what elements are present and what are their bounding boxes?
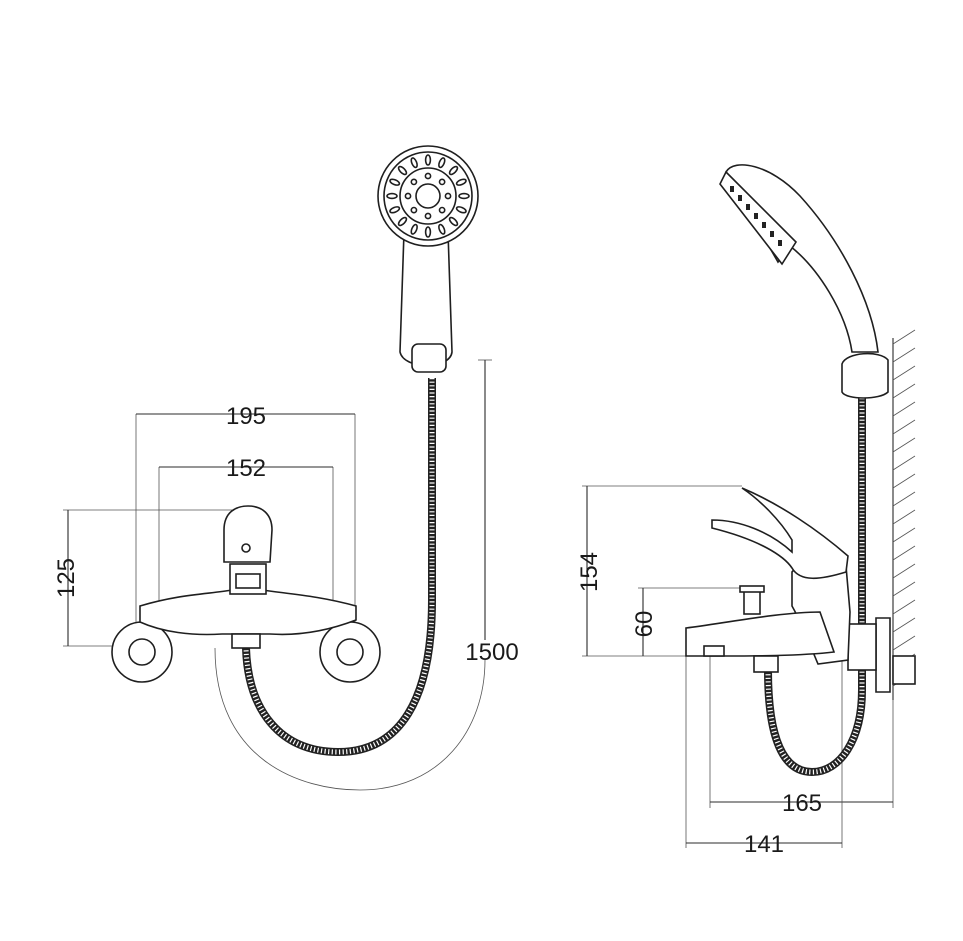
wall-hatch-line: [892, 527, 916, 543]
wall-hatch-line: [892, 437, 916, 453]
left-wall-flange: [111, 621, 173, 683]
shower-nozzle: [438, 206, 446, 214]
dimension-165: 165: [709, 656, 894, 817]
wall-hatch-line: [892, 455, 916, 471]
hose-connector: [231, 633, 261, 649]
dimension-195-label: 195: [226, 403, 266, 430]
valve-housing: [223, 505, 273, 563]
shower-head-front: [377, 145, 479, 373]
diverter-knob[interactable]: [739, 585, 765, 615]
wall-hatch-line: [892, 599, 916, 615]
hose-loop-outline: [214, 647, 486, 791]
wall-hatch-line: [892, 347, 916, 363]
spout: [685, 611, 836, 657]
dimension-125-label: 125: [53, 558, 80, 598]
side-nozzle: [770, 231, 774, 237]
side-view: 154 60 165 141: [576, 164, 916, 858]
wall-hatch-line: [892, 581, 916, 597]
front-hose: [242, 378, 436, 757]
dimension-152: 152: [158, 455, 334, 640]
wall-hatch-line: [892, 509, 916, 525]
shower-nozzle: [410, 223, 418, 235]
wall-hatch-line: [892, 401, 916, 417]
dimension-152-label: 152: [226, 455, 266, 482]
shower-nozzle: [448, 216, 459, 227]
shower-nozzle: [424, 226, 432, 238]
shower-nozzle: [438, 157, 446, 169]
dimension-60-label: 60: [631, 611, 658, 638]
side-nozzle: [762, 222, 766, 228]
shower-nozzle: [424, 154, 432, 166]
shower-nozzle: [438, 223, 446, 235]
shower-nozzle: [404, 192, 412, 200]
wall-hatch-line: [892, 473, 916, 489]
shower-nozzle: [389, 206, 401, 214]
shower-nozzle: [424, 212, 432, 220]
shower-nozzle: [386, 192, 398, 200]
wall-hatch-line: [892, 563, 916, 579]
shower-nozzle: [424, 172, 432, 180]
shower-nozzle: [397, 216, 408, 227]
side-nozzle: [746, 204, 750, 210]
dimension-1500-label: 1500: [465, 639, 518, 666]
mixer-body: [139, 589, 357, 636]
wall-hatch-line: [892, 545, 916, 561]
shower-nozzle: [438, 178, 446, 186]
side-nozzle: [778, 240, 782, 246]
shower-nozzle: [389, 178, 401, 186]
shower-nozzle: [410, 157, 418, 169]
side-outlet: [753, 655, 779, 673]
wall-hatch-line: [892, 635, 916, 651]
shower-nozzle: [458, 192, 470, 200]
wall-hatch-line: [892, 383, 916, 399]
dimension-141: 141: [685, 656, 843, 858]
wall-hatch-line: [892, 365, 916, 381]
shower-head-side: [719, 164, 889, 399]
shower-nozzle: [410, 178, 418, 186]
dimension-154-label: 154: [576, 552, 603, 592]
dimension-165-label: 165: [782, 790, 822, 817]
shower-nozzle: [455, 178, 467, 186]
wall-hatch-line: [892, 491, 916, 507]
side-nozzle: [738, 195, 742, 201]
dimension-1500: 1500: [465, 359, 519, 666]
dimension-141-label: 141: [744, 831, 784, 858]
shower-nozzle: [444, 192, 452, 200]
shower-nozzle: [410, 206, 418, 214]
side-nozzle: [730, 186, 734, 192]
wall-hatch-line: [892, 617, 916, 633]
shower-nozzle: [455, 206, 467, 214]
wall-hatch-line: [892, 329, 916, 345]
shower-nozzle: [397, 165, 408, 176]
wall-hatch-line: [892, 419, 916, 435]
dimension-154: 154: [576, 485, 742, 657]
wall-hatch: [892, 329, 916, 700]
front-view: 195 152 125 1500: [53, 145, 519, 791]
right-wall-flange: [319, 621, 381, 683]
shower-nozzle: [448, 165, 459, 176]
side-wall-flange: [847, 617, 916, 693]
dimension-195: 195: [135, 403, 356, 640]
side-nozzle: [754, 213, 758, 219]
lever-handle[interactable]: [711, 487, 849, 580]
dimension-60: 60: [631, 587, 744, 656]
